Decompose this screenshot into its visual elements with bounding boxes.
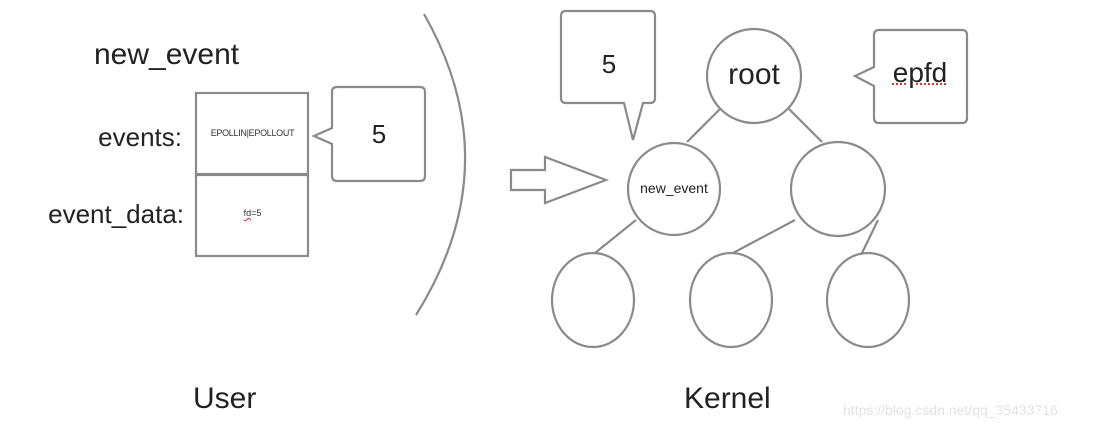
fd-rest: =5 [251,208,262,218]
edge-root-right [788,108,823,143]
edge-right-leafL [732,219,796,254]
user-section-label: User [193,382,257,415]
events-value: EPOLLIN|EPOLLOUT [210,128,295,138]
event-data-cell [194,173,310,258]
events-label: events: [98,122,182,152]
kernel-section-label: Kernel [684,382,771,415]
root-callout-box [852,28,969,125]
root-node-label: root [728,58,780,91]
node-callout-box [559,9,657,141]
watermark: https://blog.csdn.net/qq_35433716 [843,402,1058,418]
node-callout-text: 5 [601,49,617,79]
new-event-node [626,141,722,237]
events-callout-text: 5 [371,119,387,149]
edge-root-left [686,108,721,143]
event-data-value: fd=5 [197,209,308,218]
insert-arrow-icon [509,155,610,205]
user-kernel-boundary [415,13,467,316]
root-callout-text: epfd [873,59,967,87]
root-node [705,27,803,125]
event-data-label: event_data: [48,199,184,229]
leaf-node [825,251,911,349]
events-callout-box [311,85,427,183]
leaf-node [688,251,774,349]
right-node [789,140,887,238]
leaf-node [550,251,636,349]
new-event-node-label: new_event [640,180,708,196]
struct-title: new_event [94,38,240,71]
epfd-text: epfd [892,57,948,88]
edge-right-leafR [861,219,879,254]
edge-left-leaf [594,219,637,254]
fd-key: fd [243,208,252,218]
